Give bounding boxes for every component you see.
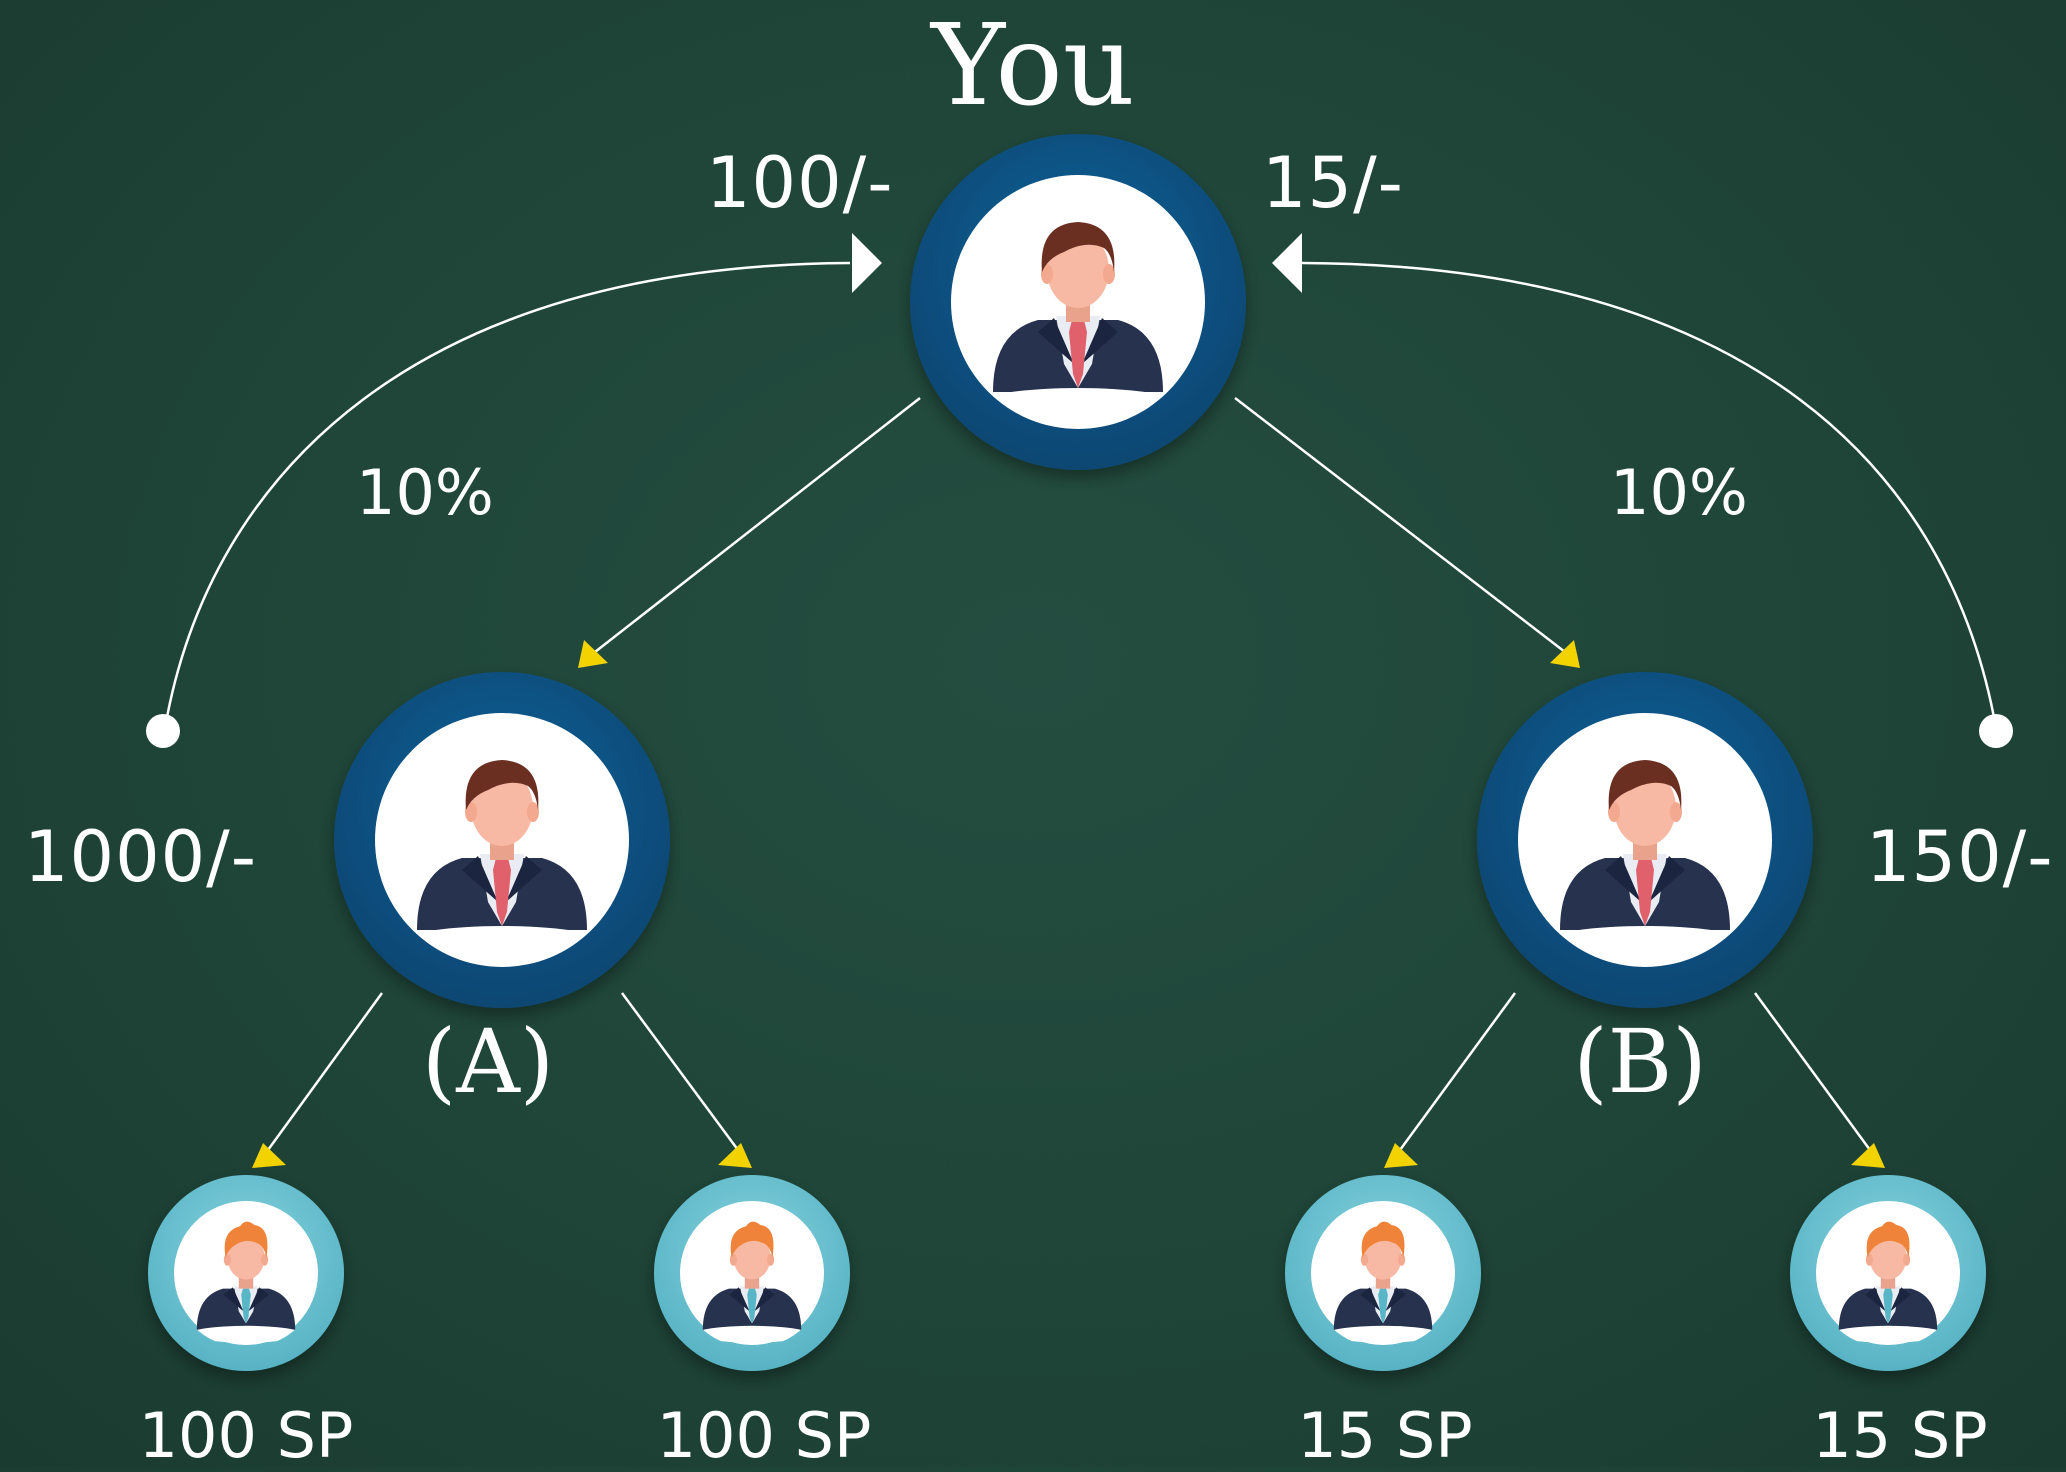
child-a2-label: 100 SP [656,1399,872,1472]
right-arc-dot [1979,714,2013,748]
child-node-b2 [1790,1175,1986,1371]
yellow-arrow-heads [252,640,1885,1168]
right-amount: 150/- [1866,816,2054,898]
left-percent: 10% [356,456,494,529]
line-b-to-child2 [1753,992,1872,1151]
arrow-head-a-child2-icon [718,1143,752,1168]
connector-lines [163,261,1998,1151]
line-you-to-a [594,397,921,653]
arrow-head-b-child1-icon [1384,1143,1418,1168]
right-return-arc [1301,261,1998,729]
you-node [910,134,1246,470]
node-a [334,672,670,1008]
child-node-a2 [654,1175,850,1371]
child-b1-label: 15 SP [1297,1399,1473,1472]
top-left-amount: 100/- [706,142,894,224]
left-amount: 1000/- [24,816,257,898]
left-arc-dot [146,714,180,748]
node-b [1477,672,1813,1008]
line-a-to-child2 [620,992,740,1151]
child-a1-label: 100 SP [138,1399,354,1472]
left-return-arc [163,261,851,729]
line-a-to-child1 [266,992,384,1151]
arrow-head-b-icon [1550,640,1580,668]
right-arrow-head-icon [1272,233,1302,293]
node-a-label: (A) [421,1010,555,1113]
right-percent: 10% [1610,456,1748,529]
line-b-to-child1 [1398,992,1517,1151]
arrow-head-b-child2-icon [1851,1143,1885,1168]
title-you: You [931,1,1135,131]
left-arrow-head-icon [852,233,882,293]
top-right-amount: 15/- [1262,142,1404,224]
child-node-b1 [1285,1175,1481,1371]
line-you-to-b [1234,397,1566,653]
child-node-a1 [148,1175,344,1371]
node-b-label: (B) [1573,1010,1707,1113]
arrow-head-a-icon [578,640,608,668]
child-b2-label: 15 SP [1812,1399,1988,1472]
arrow-head-a-child1-icon [252,1143,286,1168]
